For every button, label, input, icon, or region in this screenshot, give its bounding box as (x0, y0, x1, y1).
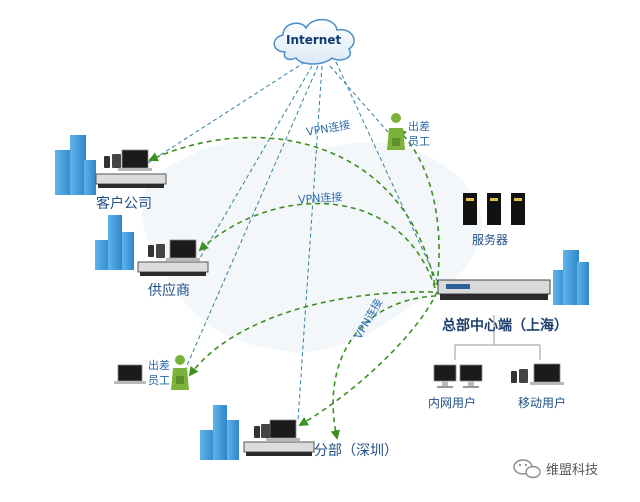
server-icon (463, 193, 477, 225)
wechat-icon (513, 459, 541, 479)
router-icon (95, 173, 167, 188)
server-icon (487, 193, 501, 225)
traveler-employee-icon (171, 355, 189, 390)
traveler-left-label-line2: 员工 (148, 374, 170, 387)
building-icon (553, 250, 589, 305)
background-map (141, 140, 482, 352)
tablet-icon (519, 369, 528, 383)
customer-company-group (55, 135, 167, 195)
building-icon (200, 405, 239, 460)
laptop-icon (530, 363, 564, 385)
internet-label: Internet (286, 33, 342, 47)
traveler-left-label-line1: 出差 (148, 359, 170, 372)
tablet-icon (112, 154, 121, 168)
desktop-computer-icon (433, 364, 457, 388)
laptop-icon (118, 149, 152, 171)
servers-group (463, 193, 525, 225)
tablet-icon (261, 424, 270, 438)
laptop-icon (114, 364, 146, 384)
traveler-top-label-line1: 出差 (408, 120, 430, 133)
router-icon (137, 261, 209, 276)
watermark-text: 维盟科技 (546, 463, 599, 478)
tablet-icon (156, 244, 165, 258)
router-icon (437, 279, 551, 300)
building-icon (95, 215, 134, 270)
building-icon (55, 135, 96, 195)
laptop-icon (166, 239, 200, 261)
traveler-top-label-line2: 员工 (408, 135, 430, 148)
servers-label: 服务器 (472, 233, 509, 247)
hq-user-tree (454, 315, 541, 360)
laptop-icon (266, 419, 300, 441)
mobile-users-group (511, 363, 564, 385)
traveler-employee-icon (387, 113, 405, 150)
intranet-users-group (433, 364, 483, 388)
supplier-label: 供应商 (148, 283, 190, 299)
intranet-users-label: 内网用户 (428, 396, 477, 410)
hq-label: 总部中心端（上海） (442, 318, 568, 334)
customer-company-label: 客户公司 (96, 196, 152, 212)
desktop-computer-icon (459, 364, 483, 388)
phone-icon (104, 156, 110, 168)
supplier-group (95, 215, 209, 276)
vpn-label-supplier: VPN连接 (297, 190, 343, 207)
branch-label: 分部（深圳） (314, 443, 398, 459)
phone-icon (254, 426, 260, 438)
router-icon (243, 441, 315, 456)
internet-cloud-icon (273, 18, 355, 65)
traveler-employee-left (114, 355, 189, 390)
mobile-users-label: 移动用户 (518, 396, 567, 410)
phone-icon (511, 371, 517, 383)
server-icon (511, 193, 525, 225)
hq-group (437, 250, 589, 305)
branch-group (200, 405, 315, 460)
internet-links (139, 61, 439, 421)
vpn-links (148, 128, 440, 440)
phone-icon (148, 245, 154, 257)
